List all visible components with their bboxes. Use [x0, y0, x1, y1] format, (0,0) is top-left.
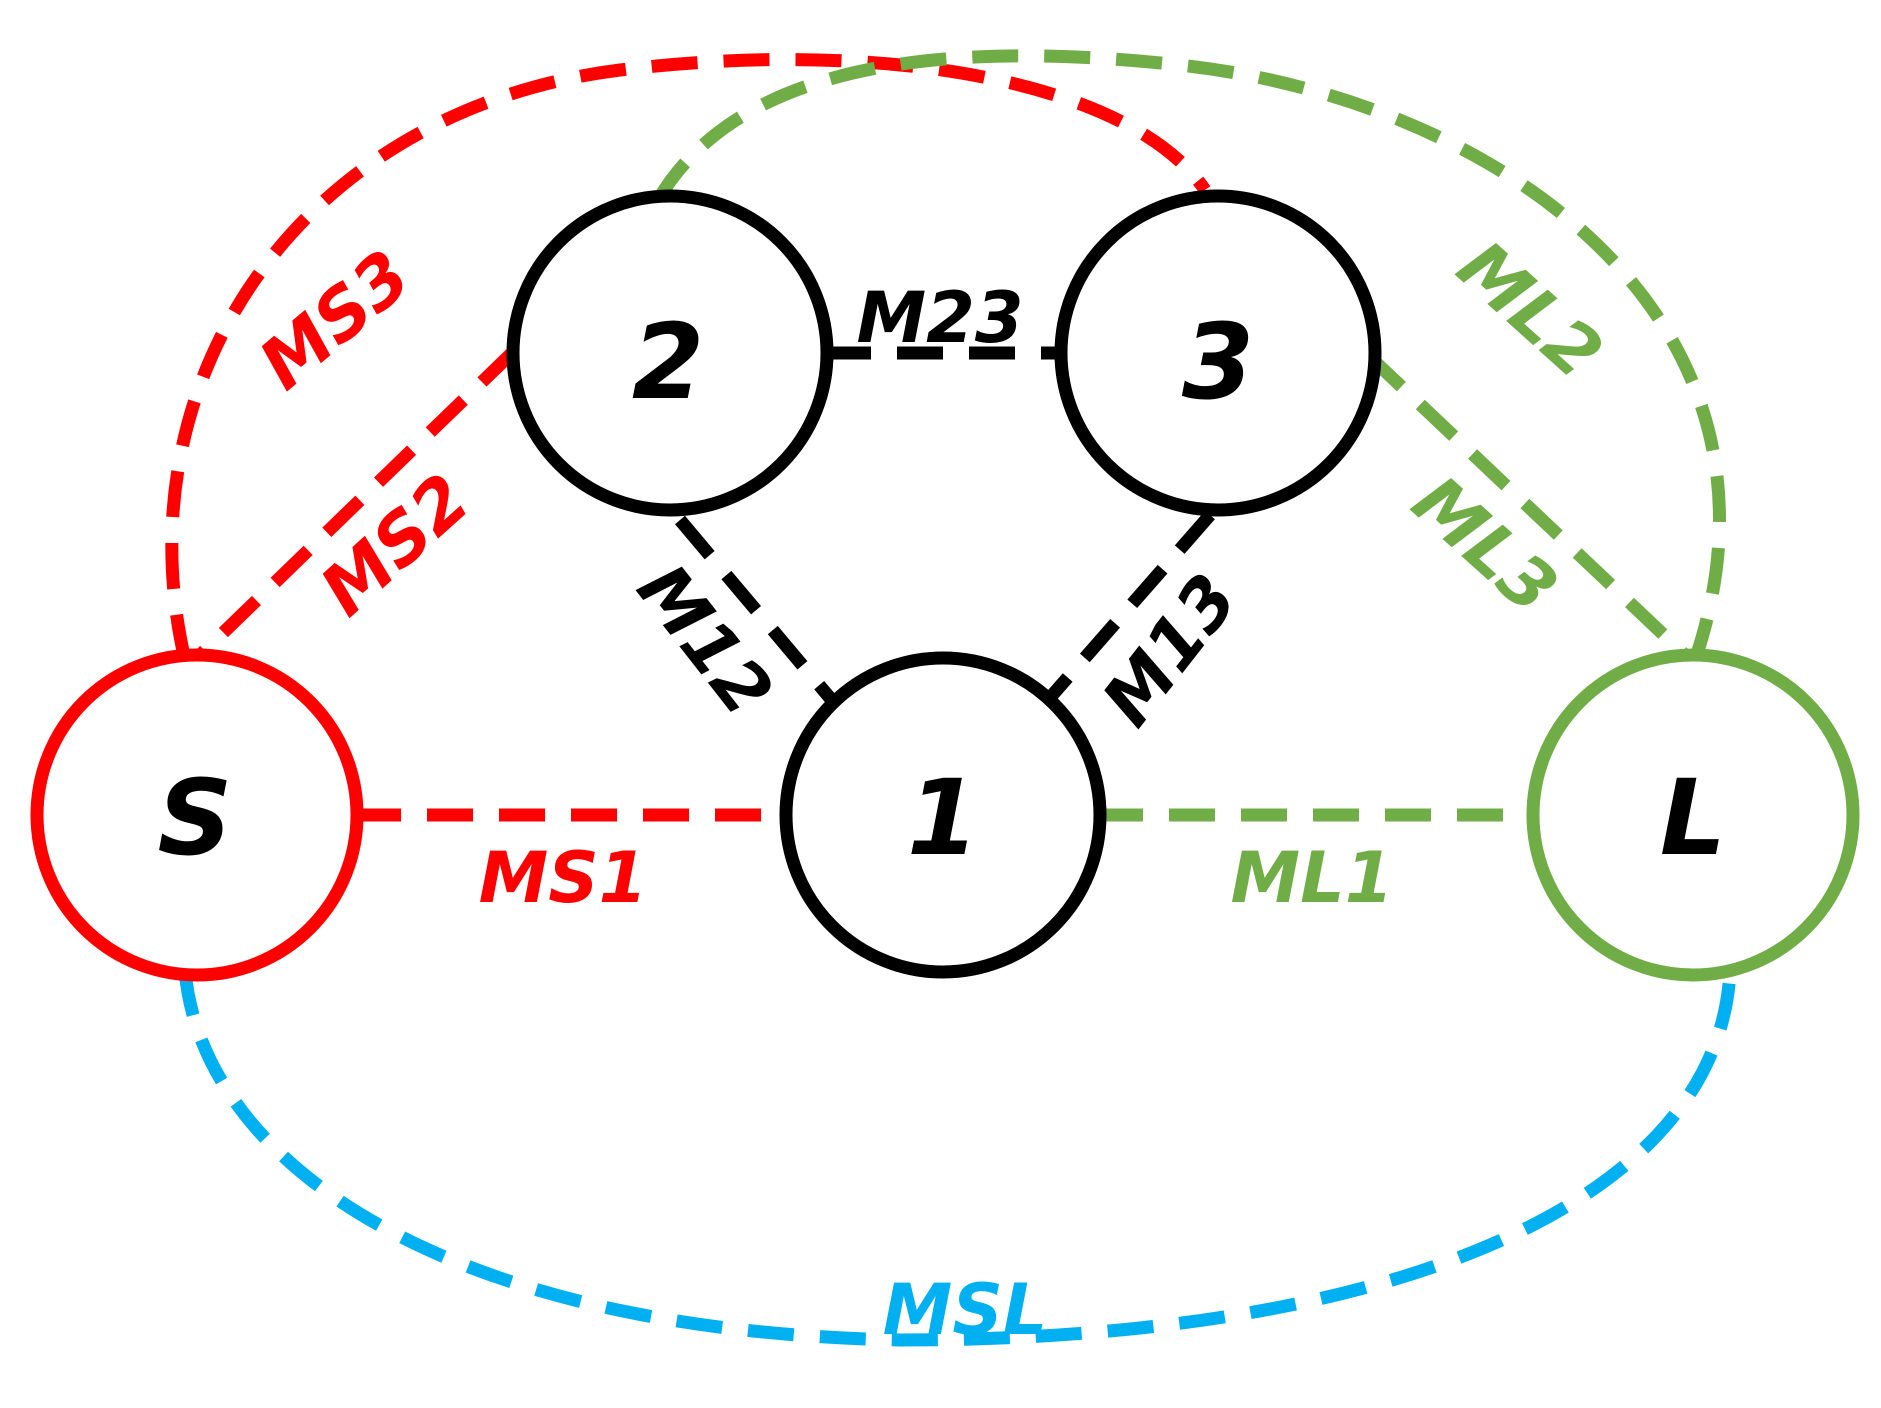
node-2: [506, 189, 834, 517]
edge-m13: [1043, 510, 1215, 705]
edge-m23-label: M23: [856, 277, 1023, 359]
node-1-label: 1: [907, 757, 979, 879]
edge-ms2-label: MS2: [305, 458, 485, 632]
edge-msl: [178, 969, 1737, 1347]
edge-m12: [675, 515, 835, 703]
edge-msl-label: MSL: [883, 1269, 1048, 1351]
edge-ml3-label: ML3: [1397, 460, 1573, 630]
edge-ms3: [165, 53, 1211, 662]
edge-ms3-label: MS3: [244, 234, 426, 405]
edge-ml2: [652, 49, 1726, 663]
node-s-label: S: [158, 757, 233, 879]
edge-ms2: [190, 345, 520, 665]
edge-ml2-label: ML2: [1442, 225, 1618, 395]
node-2-label: 2: [632, 301, 704, 423]
node-1: [779, 651, 1107, 979]
edge-ml1-label: ML1: [1231, 837, 1394, 919]
node-3: [1054, 189, 1382, 517]
node-l-label: L: [1660, 757, 1726, 879]
node-s: [30, 648, 364, 982]
edge-m13-label: M13: [1086, 559, 1253, 741]
edge-ms1-label: MS1: [479, 837, 648, 919]
node-3-label: 3: [1182, 301, 1254, 423]
node-l: [1526, 648, 1860, 982]
edge-m12-label: M12: [621, 549, 788, 731]
edge-ml3: [1363, 350, 1690, 660]
